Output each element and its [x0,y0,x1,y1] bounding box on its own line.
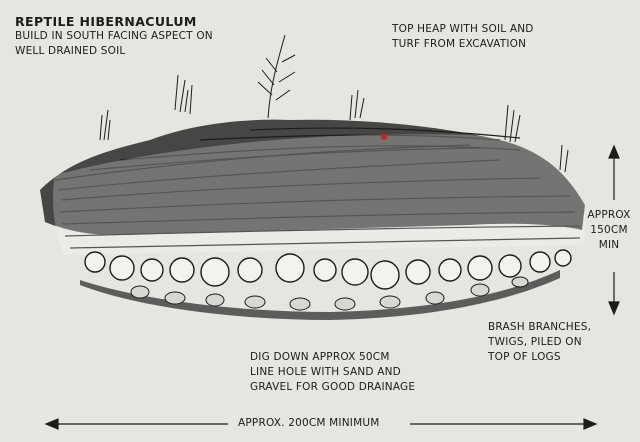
brash-note: BRASH BRANCHES, TWIGS, PILED ON TOP OF L… [488,320,591,365]
brash-line-2: TWIGS, PILED ON [488,336,582,348]
dig-line-2: LINE HOLE WITH SAND AND [250,366,401,378]
height-line-1: APPROX [587,209,631,221]
width-arrow [44,418,598,430]
diagram-title: REPTILE HIBERNACULUM [15,14,197,29]
width-label: APPROX. 200CM MINIMUM [238,417,380,429]
stones [130,276,529,311]
branch-layer [54,127,581,249]
dig-line-1: DIG DOWN APPROX 50CM [250,351,390,363]
gravel-base [80,270,560,320]
subtitle-line-2: WELL DRAINED SOIL [15,45,126,57]
dig-note: DIG DOWN APPROX 50CM LINE HOLE WITH SAND… [250,350,415,395]
brash-line-3: TOP OF LOGS [488,351,561,363]
sapling [257,34,296,119]
height-line-3: MIN [598,239,620,251]
top-heap-note: TOP HEAP WITH SOIL AND TURF FROM EXCAVAT… [392,22,534,52]
marker-dot [381,134,387,140]
height-line-2: 150CM [590,224,628,236]
log-ends [84,249,572,290]
top-note-line-2: TURF FROM EXCAVATION [392,38,527,50]
branch-fill [53,134,586,255]
title-block: REPTILE HIBERNACULUM BUILD IN SOUTH FACI… [15,14,213,59]
dig-line-3: GRAVEL FOR GOOD DRAINAGE [250,381,416,393]
height-note: APPROX 150CM MIN [578,208,640,253]
subtitle-line-1: BUILD IN SOUTH FACING ASPECT ON [15,30,213,42]
brash-line-1: BRASH BRANCHES, [488,321,592,333]
top-note-line-1: TOP HEAP WITH SOIL AND [392,23,534,35]
height-arrow [608,144,620,316]
grass-tufts [99,74,569,173]
